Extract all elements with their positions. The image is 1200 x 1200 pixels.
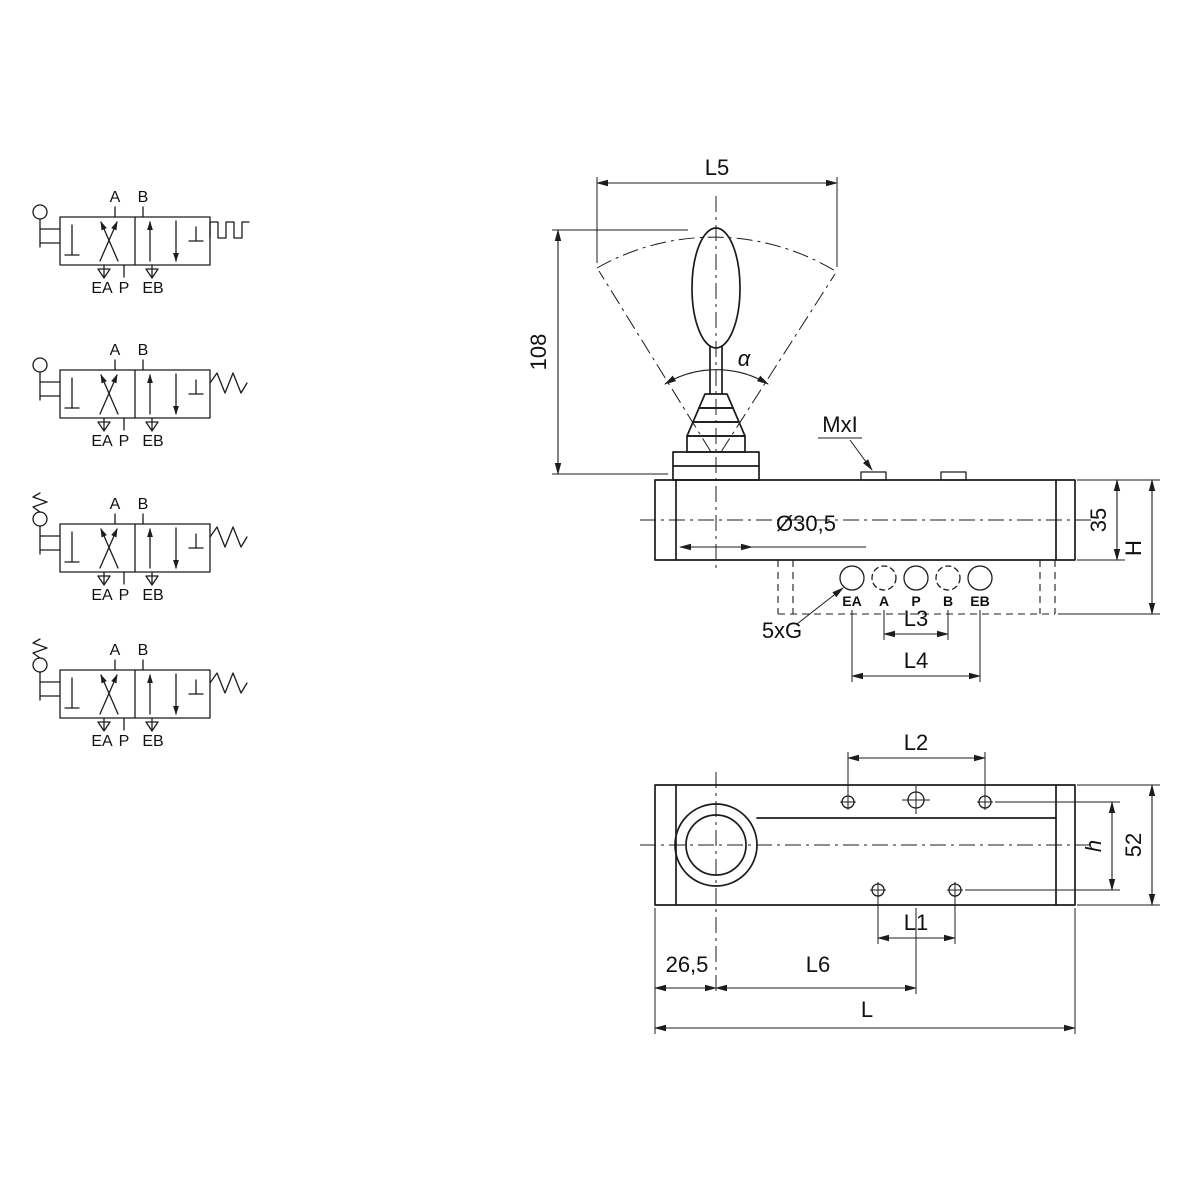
port-label-ea: EA — [91, 587, 113, 604]
port-label-b: B — [138, 189, 149, 206]
dim-l3-label: L3 — [904, 606, 928, 631]
port-label-ea: EA — [91, 280, 113, 297]
dim-108: 108 — [526, 229, 688, 475]
hidden-outline — [777, 560, 1056, 615]
port-b-label: B — [943, 593, 953, 609]
thread-label: MxI — [822, 412, 857, 437]
valve-schematic-4: A B EA P EB — [32, 638, 248, 750]
lever-knob-icon — [32, 357, 61, 401]
port-ea-label: EA — [842, 593, 861, 609]
port-label-eb: EB — [142, 733, 163, 750]
port-label-a: A — [110, 642, 121, 659]
valve-symbol-body — [60, 660, 210, 731]
port-label-eb: EB — [142, 280, 163, 297]
port-circles: EA A P B EB — [839, 565, 993, 609]
port-label-a: A — [110, 189, 121, 206]
dim-alpha: α — [664, 346, 769, 385]
centerlines — [640, 196, 1092, 568]
port-label-ea: EA — [91, 733, 113, 750]
knob-spring-icon — [32, 638, 48, 659]
port-label-eb: EB — [142, 587, 163, 604]
dim-l5: L5 — [596, 155, 838, 267]
lever-knob-icon — [32, 511, 61, 555]
port-label-p: P — [119, 587, 130, 604]
lever-knob-icon — [32, 657, 61, 701]
top-view: L2 h 52 L1 26,5 L6 — [640, 730, 1160, 1034]
spring-icon — [209, 372, 248, 394]
mounting-holes — [840, 786, 993, 898]
dim-l6-label: L6 — [806, 952, 830, 977]
detent-icon — [209, 221, 250, 239]
dim-26-5-label: 26,5 — [666, 952, 709, 977]
port-label-p: P — [119, 433, 130, 450]
dim-l3: L3 — [883, 606, 949, 640]
thread-callout: MxI — [818, 412, 873, 471]
dim-l4: L4 — [851, 610, 981, 682]
centerlines-top — [640, 772, 1092, 994]
port-label-ea: EA — [91, 433, 113, 450]
port-a-label: A — [879, 593, 889, 609]
dim-H: H — [1058, 479, 1160, 615]
valve-symbol-body — [60, 207, 210, 278]
ports-thread-callout: 5xG — [762, 587, 844, 643]
port-label-a: A — [110, 342, 121, 359]
dim-35-label: 35 — [1086, 508, 1111, 532]
knob-spring-icon — [32, 492, 48, 513]
valve-body-side — [654, 471, 1076, 561]
dim-26-5: 26,5 — [654, 908, 717, 1034]
dim-108-label: 108 — [526, 334, 551, 371]
dim-52: 52 — [1077, 784, 1160, 906]
angle-alpha-label: α — [738, 346, 752, 371]
port-eb-label: EB — [970, 593, 989, 609]
diameter-callout: Ø30,5 — [679, 511, 866, 551]
dim-h-label: h — [1081, 840, 1106, 852]
dim-l2: L2 — [847, 730, 986, 794]
valve-body-top — [654, 784, 1076, 906]
port-label-eb: EB — [142, 433, 163, 450]
lever-swing-arc — [596, 236, 838, 453]
port-label-a: A — [110, 496, 121, 513]
side-view: EA A P B EB L5 108 α MxI — [526, 155, 1160, 682]
dim-52-label: 52 — [1121, 833, 1146, 857]
dim-l4-label: L4 — [904, 648, 928, 673]
dim-l-label: L — [861, 997, 873, 1022]
dim-H-label: H — [1121, 540, 1146, 556]
spring-icon — [209, 526, 248, 548]
dim-l2-label: L2 — [904, 730, 928, 755]
port-label-b: B — [138, 642, 149, 659]
valve-symbol-body — [60, 360, 210, 431]
valve-schematic-1: A B EA P EB — [32, 189, 250, 297]
port-p-label: P — [911, 593, 920, 609]
spring-icon — [209, 672, 248, 694]
port-label-b: B — [138, 342, 149, 359]
valve-schematic-2: A B EA P EB — [32, 342, 248, 450]
port-label-p: P — [119, 280, 130, 297]
valve-symbol-body — [60, 514, 210, 585]
ports-thread-label: 5xG — [762, 618, 802, 643]
port-label-b: B — [138, 496, 149, 513]
dim-35: 35 — [1077, 479, 1160, 561]
dim-h: h — [965, 801, 1120, 891]
diameter-label: Ø30,5 — [776, 511, 836, 536]
dim-l5-label: L5 — [705, 155, 729, 180]
port-label-p: P — [119, 733, 130, 750]
dim-l: L — [654, 908, 1076, 1034]
valve-schematic-3: A B EA P EB — [32, 492, 248, 604]
lever-knob-icon — [32, 204, 61, 248]
dim-l6: L6 — [715, 908, 917, 994]
